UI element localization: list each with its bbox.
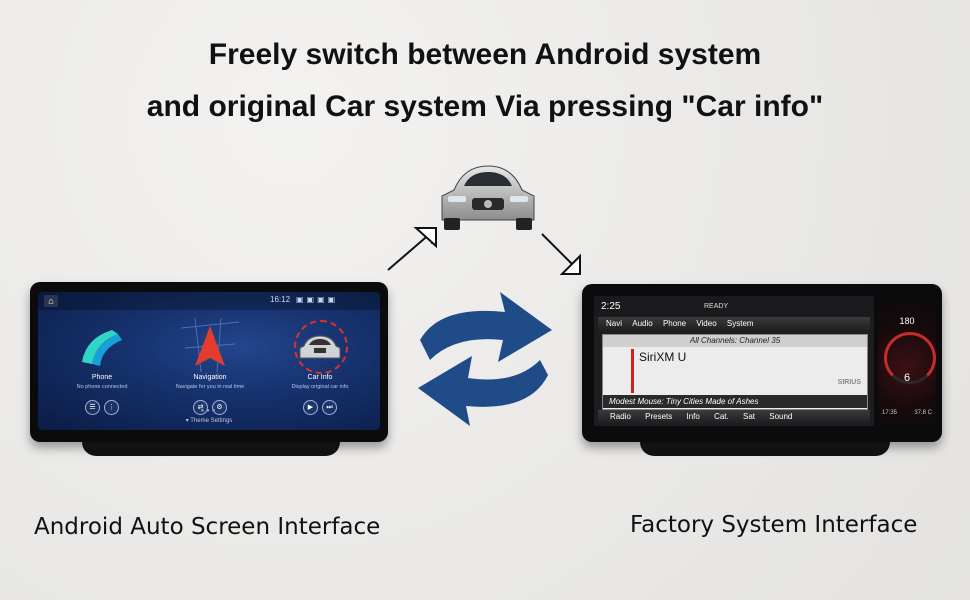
dialpad-icon[interactable]: ⋮	[104, 400, 119, 415]
app-subtitle: Navigate for you in real time	[175, 384, 245, 390]
menu-info[interactable]: Info	[686, 412, 700, 421]
theme-settings-label: Theme Settings	[190, 418, 233, 424]
status-time: 2:25	[601, 301, 621, 312]
app-label: Phone	[91, 374, 113, 381]
app-label: Car Info	[307, 374, 333, 381]
app-subtitle: Display original car info	[291, 384, 349, 390]
car-icon	[441, 165, 535, 230]
headline-line-2: and original Car system Via pressing "Ca…	[146, 90, 824, 123]
tuner-needle	[631, 349, 634, 393]
menu-audio[interactable]: Audio	[632, 319, 653, 328]
speed-max: 180	[899, 316, 915, 326]
arrow-up-right-icon	[387, 227, 437, 271]
radio-panel: All Channels: Channel 35 SiriXM U SIRIUS…	[602, 334, 868, 410]
status-ready: READY	[704, 303, 729, 310]
menu-video[interactable]: Video	[696, 319, 717, 328]
app-navigation[interactable]: Navigation Navigate for you in real time…	[160, 312, 260, 422]
menu-cat[interactable]: Cat.	[714, 412, 729, 421]
arrow-down-right-icon	[541, 233, 581, 275]
caption-factory: Factory System Interface	[630, 512, 918, 538]
page-dots: ●●●	[200, 408, 218, 414]
app-label: Navigation	[193, 374, 227, 381]
factory-head-unit: 2:25 READY Navi Audio Phone Video System…	[582, 284, 942, 456]
status-bar: 2:25 READY	[594, 296, 874, 316]
menu-system[interactable]: System	[726, 319, 754, 328]
phone-icon	[82, 330, 122, 366]
contacts-icon[interactable]: ☰	[85, 400, 100, 415]
route-icon[interactable]: ⇄	[193, 400, 208, 415]
android-screen: ⌂ 16:12 ▣▣▣▣ Phone No phone connected ☰ ⋮…	[38, 292, 380, 430]
settings-icon[interactable]: ⚙	[212, 400, 227, 415]
status-bar: ⌂ 16:12 ▣▣▣▣	[38, 292, 380, 310]
status-icons: ▣▣▣▣	[296, 295, 339, 304]
device-stand	[82, 442, 340, 456]
headline-line-1: Freely switch between Android system	[208, 38, 762, 71]
menu-sat[interactable]: Sat	[742, 412, 755, 421]
home-icon[interactable]: ⌂	[44, 295, 58, 307]
station-name: SiriXM U	[639, 350, 687, 364]
bottom-menu: Radio Presets Info Cat. Sat Sound	[598, 410, 870, 424]
menu-presets[interactable]: Presets	[645, 412, 673, 421]
next-icon[interactable]: ⏭	[322, 400, 337, 415]
instrument-cluster: 180 6 17:35 37.8 C	[878, 298, 936, 424]
swap-arrows-icon	[418, 292, 552, 426]
cluster-temp: 37.8 C	[914, 410, 932, 416]
menu-phone[interactable]: Phone	[662, 319, 687, 328]
gauge-icon	[884, 332, 936, 384]
android-head-unit: ⌂ 16:12 ▣▣▣▣ Phone No phone connected ☰ ⋮…	[30, 282, 388, 456]
now-playing: Modest Mouse: Tiny Cities Made of Ashes	[603, 395, 867, 408]
menu-sound[interactable]: Sound	[769, 412, 793, 421]
app-car-info[interactable]: Car Info Display original car info ▶ ⏭	[270, 312, 370, 422]
navigation-icon	[180, 317, 240, 373]
channel-info: All Channels: Channel 35	[603, 335, 867, 347]
brand-logo: SIRIUS	[837, 379, 861, 386]
cluster-time: 17:35	[882, 410, 898, 416]
menu-radio[interactable]: Radio	[610, 412, 631, 421]
gear-readout: 6	[903, 372, 911, 384]
app-subtitle: No phone connected	[76, 384, 128, 390]
app-phone[interactable]: Phone No phone connected ☰ ⋮	[52, 312, 152, 422]
caption-android: Android Auto Screen Interface	[34, 514, 381, 540]
device-stand	[640, 442, 890, 456]
play-icon[interactable]: ▶	[303, 400, 318, 415]
status-time: 16:12	[270, 295, 291, 304]
menu-navi[interactable]: Navi	[606, 319, 623, 328]
factory-screen: 2:25 READY Navi Audio Phone Video System…	[594, 296, 874, 426]
car-info-highlight	[294, 320, 348, 374]
top-menu: Navi Audio Phone Video System	[598, 317, 870, 331]
theme-settings[interactable]: ▾ Theme Settings	[185, 418, 233, 424]
